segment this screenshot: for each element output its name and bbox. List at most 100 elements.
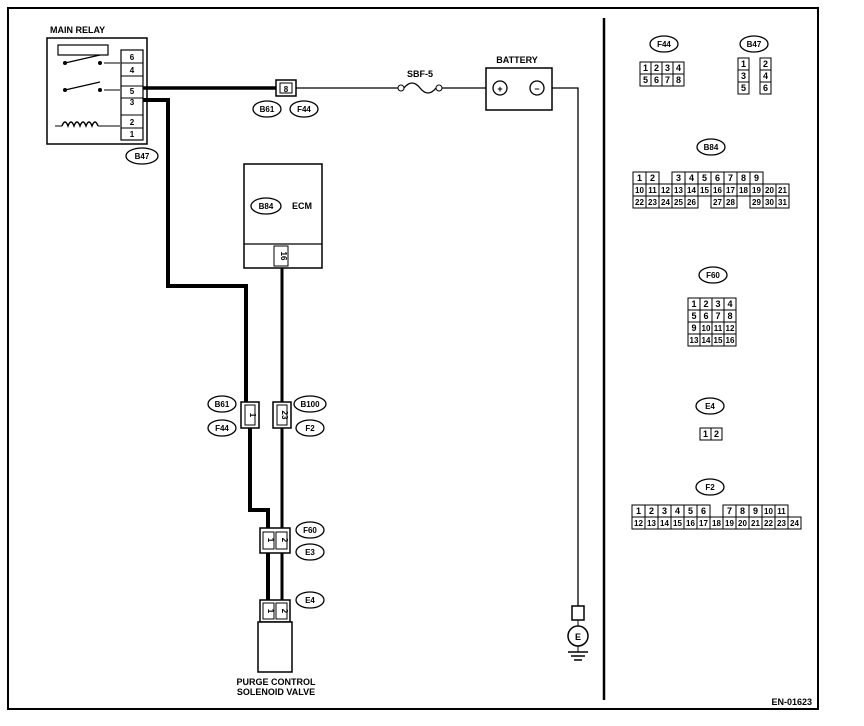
f60-pin-number: 3 [715,299,720,309]
b84-pin-number: 20 [765,186,774,195]
f44-pin-number: 5 [643,75,648,85]
f60-pin-number: 2 [703,299,708,309]
diagram-frame [7,7,819,710]
mid-connectors: 1 23 B61 F44 B100 F2 [207,395,327,437]
f60-pin-number: 4 [727,299,732,309]
b84-pin-cell [684,195,699,209]
b84-pin-number: 25 [674,198,683,207]
b84-pin-number: 28 [726,198,735,207]
fuse-sbf5: SBF-5 [397,69,443,94]
ground-label: E [575,632,581,642]
relay-pin-3: 3 [130,98,135,107]
f2-pin-number: 21 [751,519,760,528]
b84-pin-number: 31 [778,198,787,207]
relay-pin-4: 4 [130,66,135,75]
f44-tag-mid: F44 [215,424,229,433]
b84-pin-number: 22 [635,198,644,207]
b84-pin-number: 26 [687,198,696,207]
b47-legend-tag: B47 [747,40,762,49]
f2-pin-number: 18 [712,519,721,528]
b84-pin-cell [723,195,738,209]
f60-e3-connector: 1 2 F60 E3 [259,521,325,561]
f60-tag: F60 [303,526,317,535]
relay-pin-1: 1 [130,130,135,139]
relay-pin-5: 5 [130,87,135,96]
b61-tag-top: B61 [260,105,275,114]
b47-pin-number: 1 [741,59,746,69]
f2-tag-mid: F2 [305,424,315,433]
b84-pin-number: 10 [635,186,644,195]
battery-plus: + [497,84,502,94]
f2-pin-number: 9 [753,506,758,516]
f2-pin-number: 6 [701,506,706,516]
b61-tag-mid: B61 [215,400,230,409]
f44-pin-number: 4 [676,63,681,73]
f60-pin-number: 15 [714,336,723,345]
f2-pin-number: 22 [764,519,773,528]
f60-pin-2: 2 [280,538,289,543]
f44-pin-number: 2 [654,63,659,73]
b84-pin-number: 14 [687,186,696,195]
b47-pin-cell [737,81,750,95]
b100-tag: B100 [300,400,320,409]
f60-pin-number: 6 [703,311,708,321]
b84-pin-number: 8 [741,173,746,183]
e4-pin-2: 2 [280,609,289,614]
figure-code: EN-01623 [771,697,812,707]
b47-pin-number: 5 [741,83,746,93]
wiring [143,86,579,606]
b47-pin-cell [759,81,772,95]
b84-pin-number: 19 [752,186,761,195]
b47-pin-number: 2 [763,59,768,69]
b84-pin-number: 6 [715,173,720,183]
b47-pin-number: 6 [763,83,768,93]
b84-pin-number: 16 [713,186,722,195]
fuse-label: SBF-5 [407,69,433,79]
e4-valve-tag: E4 [305,596,315,605]
f60-pin-number: 16 [726,336,735,345]
purge-valve-label-line2: SOLENOID VALVE [237,687,315,697]
e4-pin-number: 2 [714,429,719,439]
b84-pin-number: 18 [739,186,748,195]
relay-pin-2: 2 [130,118,135,127]
relay-pin-6: 6 [130,53,135,62]
purge-valve-label-line1: PURGE CONTROL [236,677,316,687]
f44-pin-number: 3 [665,63,670,73]
f2-legend-tag: F2 [705,483,715,492]
b84-pin-number: 2 [650,173,655,183]
f60-pin-number: 11 [714,324,723,333]
ecm-label: ECM [292,201,312,211]
f44-b61-connector: 8 B61 F44 [252,79,319,118]
f2-pin-cell [787,516,802,530]
f2-pin-number: 3 [662,506,667,516]
f60-pin-number: 1 [691,299,696,309]
f60-pin-number: 8 [727,311,732,321]
f2-pin-number: 17 [699,519,708,528]
f2-pin-number: 8 [740,506,745,516]
b84-pin-number: 30 [765,198,774,207]
f44-pin-cell [672,73,685,87]
b84-pin-number: 3 [676,173,681,183]
f2-pin-number: 14 [660,519,669,528]
f2-pin-number: 20 [738,519,747,528]
ground-e: E [567,605,589,661]
f60-pin-number: 12 [726,324,735,333]
f2-pin-number: 11 [777,507,786,516]
f60-pin-number: 13 [690,336,699,345]
f60-pin-number: 5 [691,311,696,321]
b84-pin-number: 5 [702,173,707,183]
f2-pin-number: 23 [777,519,786,528]
f44-pin-number: 1 [643,63,648,73]
main-relay-label: MAIN RELAY [50,25,105,35]
f2-pin-number: 2 [649,506,654,516]
f2-pin-number: 7 [727,506,732,516]
b84-pin-number: 1 [637,173,642,183]
b84-pin-number: 7 [728,173,733,183]
b84-pin-number: 17 [726,186,735,195]
f44-pin-number: 6 [654,75,659,85]
e4-legend-tag: E4 [705,402,715,411]
